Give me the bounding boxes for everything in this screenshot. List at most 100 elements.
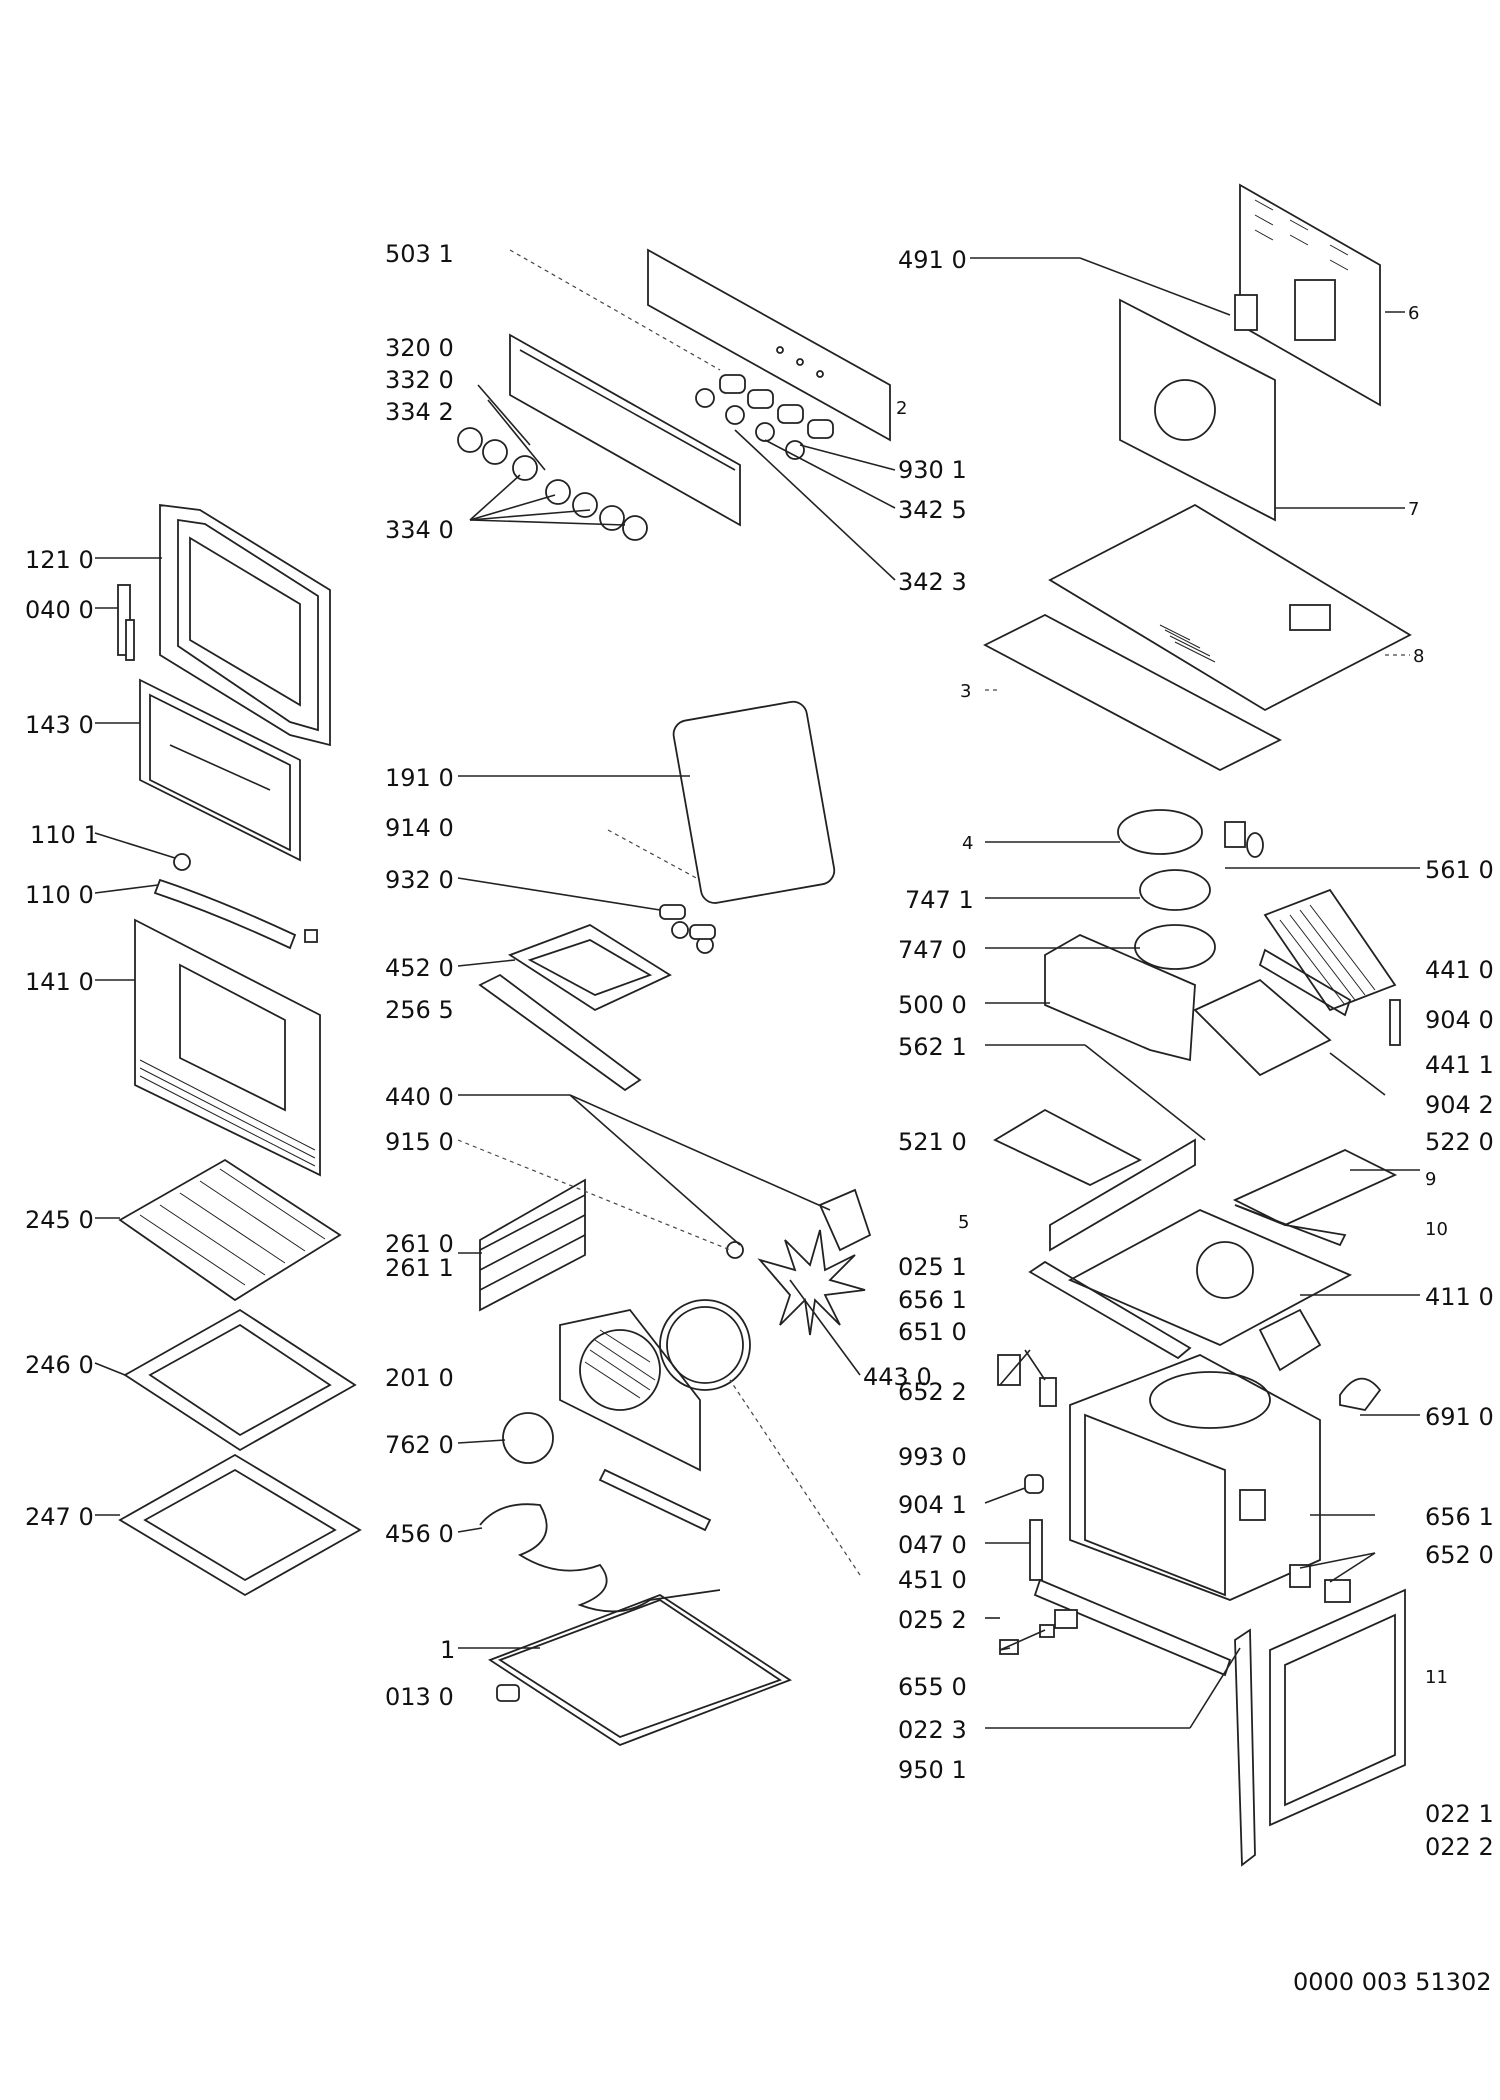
part-bulb xyxy=(1024,1474,1044,1494)
part-cooling-fan xyxy=(1117,809,1264,970)
part-door-frame xyxy=(159,503,331,747)
callout-342-3: 342 3 xyxy=(898,568,967,596)
callout-245-0: 245 0 xyxy=(25,1206,94,1234)
part-door-strip xyxy=(153,878,318,950)
callout-261-0: 261 0 xyxy=(385,1230,454,1258)
callout-342-5: 342 5 xyxy=(898,496,967,524)
part-bottom-panel xyxy=(488,1593,792,1747)
callout-930-1: 930 1 xyxy=(898,456,967,484)
part-lower-rail xyxy=(1033,1578,1232,1677)
part-cavity-top xyxy=(1067,1209,1353,1346)
callout-491-0: 491 0 xyxy=(898,246,967,274)
callout-10: 10 xyxy=(1425,1219,1448,1240)
part-top-cover xyxy=(1048,503,1412,712)
part-oven-cavity xyxy=(1069,1354,1321,1601)
part-side-rack xyxy=(479,1178,586,1312)
callout-334-2: 334 2 xyxy=(385,398,454,426)
part-control-module xyxy=(1044,933,1196,1062)
callout-456-0: 456 0 xyxy=(385,1520,454,1548)
callout-025-2: 025 2 xyxy=(898,1606,967,1634)
part-oven-seal xyxy=(672,700,836,904)
part-inner-glass xyxy=(139,678,301,862)
callout-747-1: 747 1 xyxy=(905,886,974,914)
callout-5: 5 xyxy=(958,1212,969,1233)
part-tangential-fan xyxy=(1258,888,1401,1046)
callout-452-0: 452 0 xyxy=(385,954,454,982)
callout-993-0: 993 0 xyxy=(898,1443,967,1471)
callout-904-0: 904 0 xyxy=(1425,1006,1494,1034)
drawing-number: 0000 003 51302 xyxy=(1293,1968,1492,1996)
callout-143-0: 143 0 xyxy=(25,711,94,739)
part-door-handle xyxy=(117,584,135,661)
callout-246-0: 246 0 xyxy=(25,1351,94,1379)
callout-521-0: 521 0 xyxy=(898,1128,967,1156)
callout-022-1: 022 1 xyxy=(1425,1800,1494,1828)
callout-441-0: 441 0 xyxy=(1425,956,1494,984)
part-door-locks xyxy=(1289,1564,1351,1603)
part-foot xyxy=(496,1684,520,1702)
callout-320-0: 320 0 xyxy=(385,334,454,362)
part-fan-motor-bracket xyxy=(508,904,716,1012)
part-control-springs xyxy=(695,374,834,460)
callout-762-0: 762 0 xyxy=(385,1431,454,1459)
callout-191-0: 191 0 xyxy=(385,764,454,792)
callout-1: 1 xyxy=(440,1636,455,1664)
callout-247-0: 247 0 xyxy=(25,1503,94,1531)
callout-655-0: 655 0 xyxy=(898,1673,967,1701)
callout-040-0: 040 0 xyxy=(25,596,94,624)
part-clip xyxy=(173,853,191,871)
callout-441-1: 441 1 xyxy=(1425,1051,1494,1079)
part-control-panel xyxy=(509,248,891,527)
part-drip-pan xyxy=(118,1453,362,1597)
callout-2: 2 xyxy=(896,398,907,419)
callout-334-0: 334 0 xyxy=(385,516,454,544)
callout-503-1: 503 1 xyxy=(385,240,454,268)
part-front-strip xyxy=(1028,1260,1192,1360)
part-fan-motor xyxy=(726,1188,872,1336)
callout-443-0: 443 0 xyxy=(863,1363,932,1391)
part-back-panel xyxy=(559,1309,701,1472)
callout-914-0: 914 0 xyxy=(385,814,454,842)
callout-747-0: 747 0 xyxy=(898,936,967,964)
callout-562-1: 562 1 xyxy=(898,1033,967,1061)
part-rear-wiring-board xyxy=(1239,183,1381,407)
callout-652-2: 652 2 xyxy=(898,1378,967,1406)
callout-691-0: 691 0 xyxy=(1425,1403,1494,1431)
part-fan-cover xyxy=(502,1412,554,1464)
callout-932-0: 932 0 xyxy=(385,866,454,894)
callout-332-0: 332 0 xyxy=(385,366,454,394)
callout-451-0: 451 0 xyxy=(898,1566,967,1594)
part-air-duct xyxy=(1232,1149,1398,1247)
callout-411-0: 411 0 xyxy=(1425,1283,1494,1311)
callout-904-1: 904 1 xyxy=(898,1491,967,1519)
callout-256-5: 256 5 xyxy=(385,996,454,1024)
part-wire-shelf xyxy=(118,1158,342,1302)
callout-440-0: 440 0 xyxy=(385,1083,454,1111)
callout-141-0: 141 0 xyxy=(25,968,94,996)
callout-950-1: 950 1 xyxy=(898,1756,967,1784)
part-top-shield xyxy=(983,613,1282,772)
callout-561-0: 561 0 xyxy=(1425,856,1494,884)
callout-013-0: 013 0 xyxy=(385,1683,454,1711)
callout-labels: 503 1 320 0 332 0 334 2 334 0 930 1 342 … xyxy=(25,240,1494,1996)
part-grill-element xyxy=(479,1468,721,1613)
callout-201-0: 201 0 xyxy=(385,1364,454,1392)
part-fan-heating-ring xyxy=(659,1299,751,1391)
callout-7: 7 xyxy=(1408,499,1419,520)
callout-915-0: 915 0 xyxy=(385,1128,454,1156)
callout-261-1: 261 1 xyxy=(385,1254,454,1282)
callout-022-2: 022 2 xyxy=(1425,1833,1494,1861)
callout-500-0: 500 0 xyxy=(898,991,967,1019)
callout-656-1-b: 656 1 xyxy=(1425,1503,1494,1531)
callout-8: 8 xyxy=(1413,646,1424,667)
callout-11: 11 xyxy=(1425,1667,1448,1688)
callout-047-0: 047 0 xyxy=(898,1531,967,1559)
callout-656-1-a: 656 1 xyxy=(898,1286,967,1314)
part-rear-element-box xyxy=(1258,1308,1322,1372)
part-side-vent xyxy=(1029,1519,1043,1581)
part-relay-boards xyxy=(993,978,1332,1187)
callout-3: 3 xyxy=(960,681,971,702)
callout-904-2: 904 2 xyxy=(1425,1091,1494,1119)
part-door-side-strip xyxy=(1234,1628,1256,1867)
